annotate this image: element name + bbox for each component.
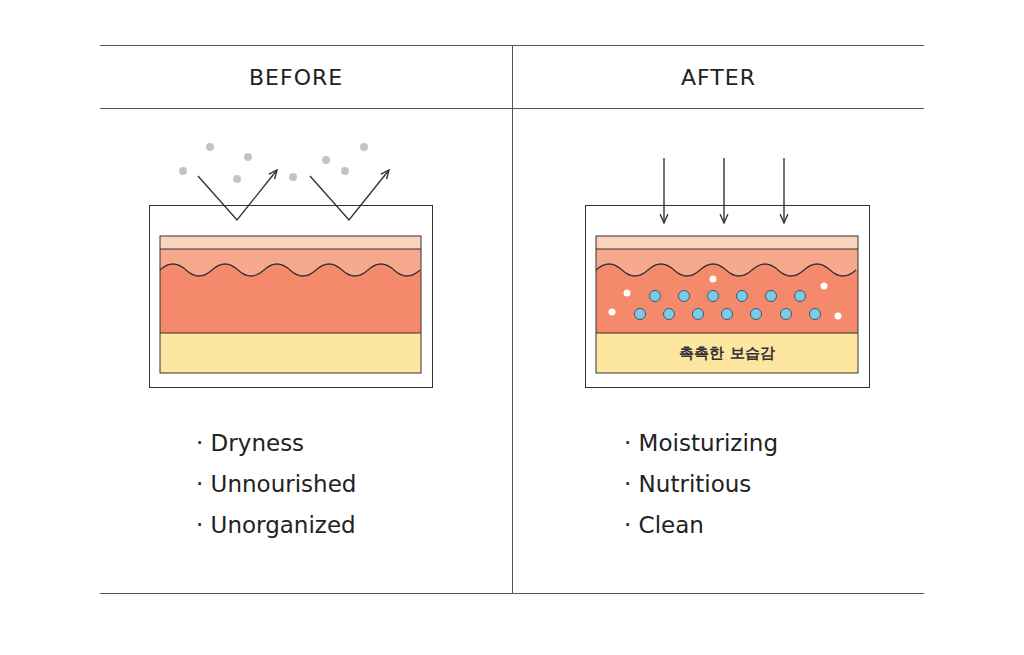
bullet-item: · Moisturizing — [624, 432, 778, 455]
skin-before — [150, 143, 433, 388]
skin-layer-band: 촉촉한 보습감 — [596, 333, 858, 373]
layer-label: 촉촉한 보습감 — [679, 344, 774, 363]
bullet-item: · Unnourished — [196, 473, 356, 496]
table-lines — [100, 45, 924, 594]
bullet-item: · Dryness — [196, 432, 304, 455]
bullet-item: · Clean — [624, 514, 704, 537]
bullet-item: · Unorganized — [196, 514, 356, 537]
bullet-item: · Nutritious — [624, 473, 751, 496]
column-header: BEFORE — [249, 67, 343, 89]
column-header: AFTER — [681, 67, 756, 89]
skin-after — [586, 158, 870, 388]
